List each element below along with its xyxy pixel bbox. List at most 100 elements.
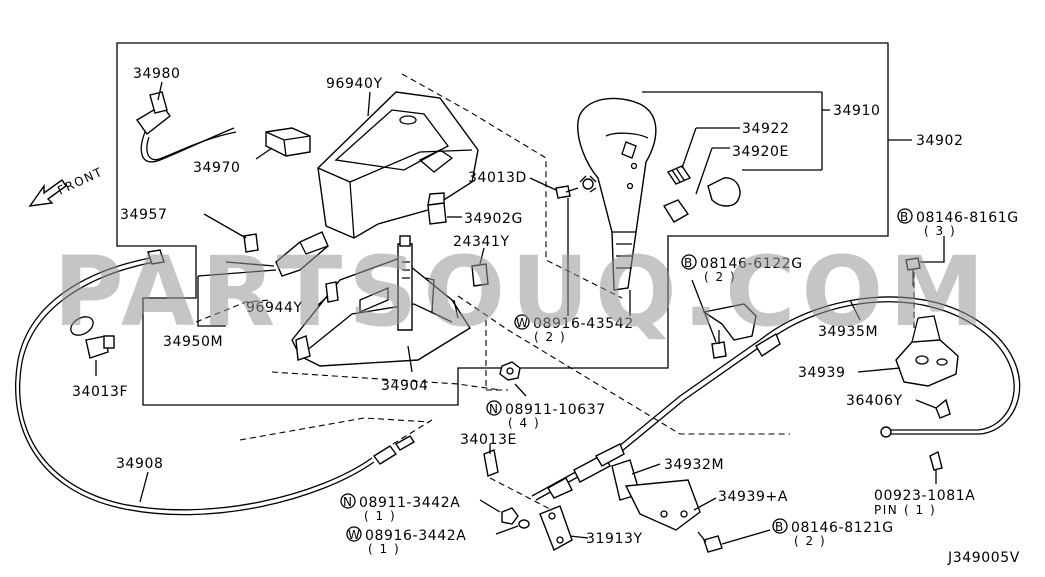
diagram-code: J349005V	[947, 550, 1020, 566]
svg-text:( 4 ): ( 4 )	[508, 416, 540, 430]
label-34939A: 34939+A	[718, 489, 788, 505]
label-34920E: 34920E	[732, 144, 789, 160]
button-34922-icon	[666, 165, 692, 185]
nut-08911-3442A-icon	[501, 507, 519, 525]
label-00923-1081A: 00923-1081A PIN ( 1 )	[874, 488, 975, 517]
indicator-cover-96940Y-icon	[317, 91, 479, 239]
guide-dashed-2	[195, 299, 271, 323]
label-34935M: 34935M	[818, 324, 878, 340]
front-label: FRONT	[55, 165, 105, 198]
bolt-symbol: B	[900, 210, 910, 224]
lever-31913Y-icon	[539, 505, 573, 552]
leader-34939A	[693, 497, 717, 511]
leader-34904	[407, 345, 413, 373]
leader-34957	[203, 213, 247, 239]
label-34902: 34902	[916, 133, 964, 149]
label-34970: 34970	[193, 160, 241, 176]
guide-dashed-1	[401, 73, 623, 299]
bolt-08146-8121G-icon	[697, 531, 723, 553]
guide-dashed-7	[239, 417, 431, 441]
clip-36406Y-icon	[935, 398, 951, 419]
label-34910: 34910	[833, 103, 881, 119]
leader-08911-3442A	[479, 499, 501, 513]
bolt-08146-8161G-icon	[905, 257, 921, 286]
assembly-frame	[116, 42, 889, 406]
leader-31913Y	[569, 535, 589, 539]
guide-dashed-8	[489, 477, 561, 513]
leader-34935M	[849, 299, 861, 321]
shift-knob-34910-icon	[577, 97, 657, 291]
leader-08146-8161G	[920, 236, 945, 263]
label-34013F: 34013F	[72, 384, 128, 400]
leader-96944Y	[317, 295, 329, 306]
leader-34908	[139, 471, 149, 503]
svg-text:PIN: PIN	[874, 503, 898, 517]
leader-96940Y	[367, 91, 371, 117]
part-96944Y-icon	[325, 281, 339, 303]
svg-text:08916-43542: 08916-43542	[533, 316, 634, 332]
label-08146-6122G: B 08146-6122G ( 2 )	[681, 254, 803, 284]
label-08146-8121G: B 08146-8121G ( 2 )	[772, 518, 894, 548]
guide-dashed-4	[457, 295, 790, 435]
label-34932M: 34932M	[664, 457, 724, 473]
guide-dashed-3	[271, 371, 501, 391]
bracket-34939A-icon	[624, 479, 701, 531]
label-08916-3442A: W 08916-3442A ( 1 )	[346, 526, 466, 556]
leader-34932M	[631, 463, 661, 475]
nut-symbol: N	[343, 495, 353, 509]
svg-text:08146-8161G: 08146-8161G	[916, 210, 1019, 226]
svg-text:( 3 ): ( 3 )	[924, 224, 956, 238]
washer-symbol: W	[348, 528, 361, 542]
label-34904: 34904	[381, 378, 429, 394]
leader-34970	[255, 147, 273, 160]
svg-text:( 2 ): ( 2 )	[534, 330, 566, 344]
label-24341Y: 24341Y	[453, 234, 510, 250]
label-34908: 34908	[116, 456, 164, 472]
pin-00923-1081A-icon	[929, 450, 943, 471]
bolt-symbol: B	[684, 256, 694, 270]
clip-34013E-icon	[483, 449, 499, 477]
svg-text:( 1 ): ( 1 )	[904, 503, 936, 517]
control-device-34904-icon	[291, 235, 471, 367]
bulb-34920E-icon	[662, 177, 741, 223]
svg-text:08146-6122G: 08146-6122G	[700, 256, 803, 272]
leader-34950M	[197, 269, 277, 327]
bracket-34939-icon	[895, 315, 959, 387]
label-34013D: 34013D	[468, 170, 527, 186]
label-34950M: 34950M	[163, 334, 223, 350]
label-31913Y: 31913Y	[586, 531, 643, 547]
leader-34013D	[529, 177, 557, 191]
leader-08146-8121G	[721, 529, 771, 545]
label-34922: 34922	[742, 121, 790, 137]
label-34013E: 34013E	[460, 432, 517, 448]
nut-symbol: N	[489, 402, 499, 416]
leader-08916-3442A	[495, 525, 519, 535]
leader-34980	[157, 81, 163, 101]
svg-text:08146-8121G: 08146-8121G	[791, 520, 894, 536]
svg-text:( 2 ): ( 2 )	[704, 270, 736, 284]
block-34902G-icon	[427, 192, 447, 225]
svg-text:( 1 ): ( 1 )	[368, 542, 400, 556]
label-34980: 34980	[133, 66, 181, 82]
label-08911-10637: N 08911-10637 ( 4 )	[486, 400, 605, 430]
label-34939: 34939	[798, 365, 846, 381]
washer-symbol: W	[516, 316, 529, 330]
washer-08916-3442A-icon	[518, 519, 530, 529]
leader-34939	[857, 367, 901, 373]
leader-08146-6122G	[691, 279, 717, 343]
clip-34013F-icon	[70, 316, 115, 359]
leader-08911-10637	[514, 383, 527, 397]
label-34957: 34957	[120, 207, 168, 223]
cable-34908-icon	[15, 249, 415, 516]
screw-34013D-icon	[555, 175, 597, 199]
label-34902G: 34902G	[464, 211, 523, 227]
leader-34922	[681, 127, 697, 169]
label-96944Y: 96944Y	[246, 300, 303, 316]
label-08146-8161G: B 08146-8161G ( 3 )	[897, 208, 1019, 238]
switch-34980-icon	[135, 91, 237, 163]
front-arrow-icon	[28, 179, 67, 207]
svg-text:( 2 ): ( 2 )	[794, 534, 826, 548]
detent-34950M-icon	[225, 231, 329, 277]
